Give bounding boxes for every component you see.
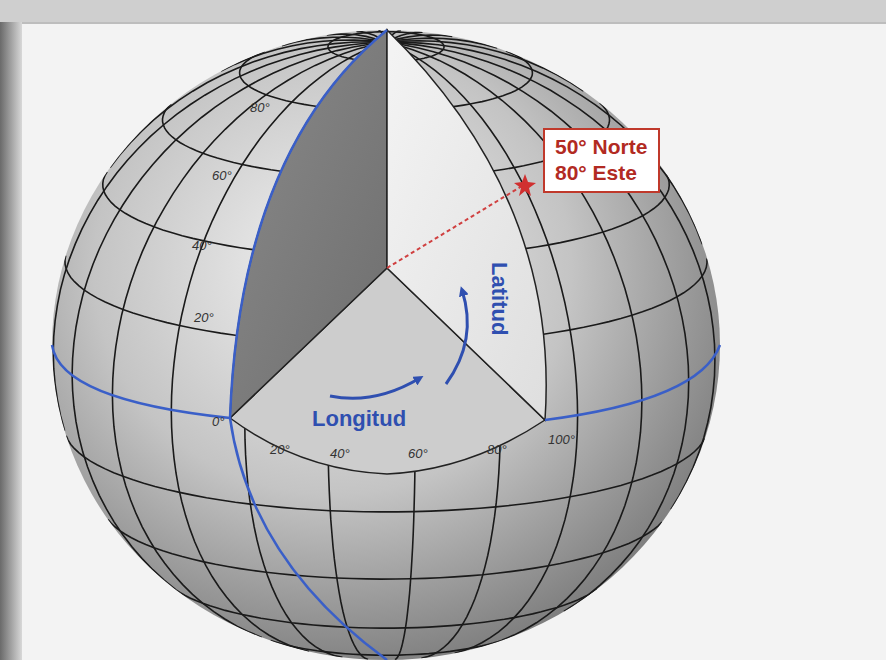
degree-label: 20° bbox=[194, 310, 214, 325]
degree-label: 80° bbox=[487, 442, 507, 457]
axis-label: Longitud bbox=[312, 406, 406, 432]
degree-label: 20° bbox=[270, 442, 290, 457]
degree-label: 60° bbox=[212, 168, 232, 183]
degree-label: 40° bbox=[192, 238, 212, 253]
degree-label: 60° bbox=[408, 446, 428, 461]
degree-label: 40° bbox=[330, 446, 350, 461]
callout-box: 50° Norte80° Este bbox=[543, 128, 660, 193]
grid-line bbox=[176, 589, 597, 628]
coordinate-text: 80° Este bbox=[555, 160, 648, 186]
coordinate-text: 50° Norte bbox=[555, 134, 648, 160]
degree-label: 80° bbox=[250, 100, 270, 115]
grid-line bbox=[271, 640, 503, 655]
degree-label: 0° bbox=[212, 414, 224, 429]
grid-line bbox=[108, 520, 662, 580]
degree-label: 100° bbox=[548, 432, 575, 447]
axis-label: Latitud bbox=[486, 262, 512, 335]
